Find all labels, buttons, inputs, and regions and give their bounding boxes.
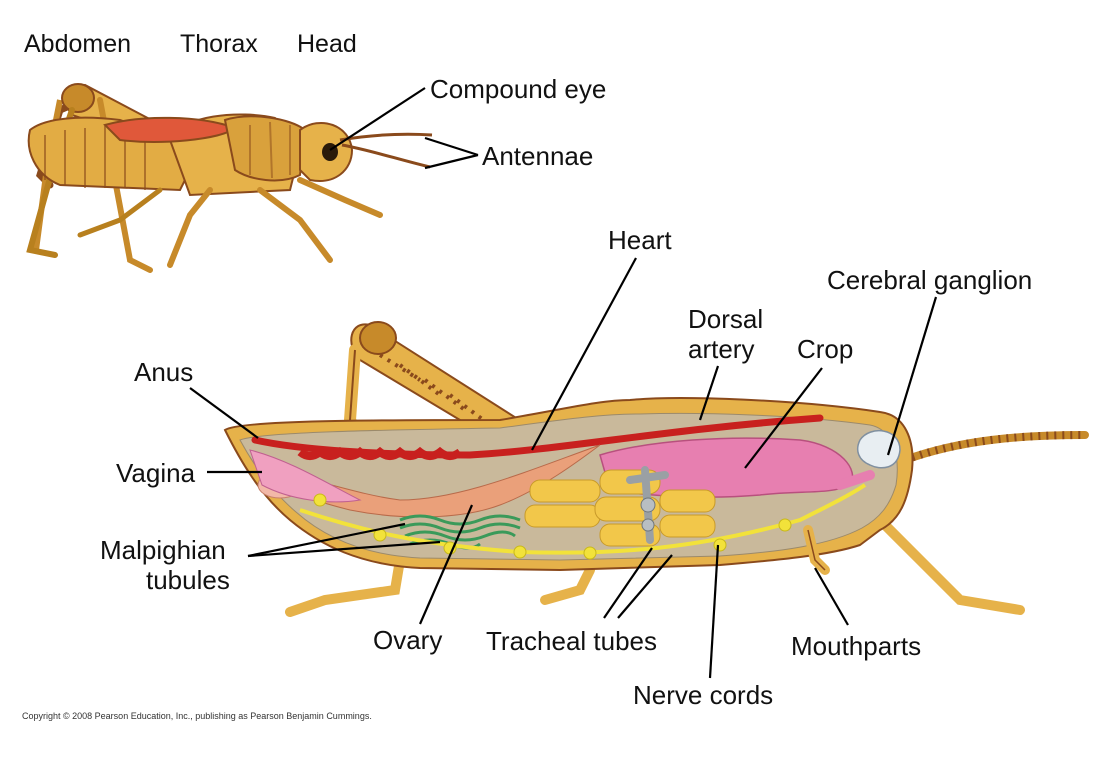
leader-mouthparts	[814, 567, 849, 626]
label-tracheal-tubes: Tracheal tubes	[486, 626, 658, 656]
leader-anus	[189, 387, 259, 439]
label-cerebral-ganglion: Cerebral ganglion	[827, 265, 1033, 295]
label-malpighian-line1: Malpighian	[100, 535, 226, 565]
label-head: Head	[297, 30, 357, 58]
label-crop: Crop	[797, 334, 854, 364]
label-nerve-cords: Nerve cords	[633, 680, 774, 710]
copyright-notice: Copyright © 2008 Pearson Education, Inc.…	[22, 711, 372, 721]
label-antennae: Antennae	[482, 141, 594, 171]
label-abdomen: Abdomen	[24, 30, 132, 58]
leader-compound-eye	[329, 87, 426, 151]
leader-ovary	[418, 504, 474, 625]
leader-cerebral-ganglion	[886, 296, 938, 456]
leader-heart	[531, 257, 637, 451]
label-mouthparts: Mouthparts	[791, 631, 922, 661]
label-heart: Heart	[608, 225, 672, 255]
leader-antennae-1	[424, 136, 479, 157]
label-dorsal-artery-line1: Dorsal	[688, 304, 764, 334]
leader-malpighian-2	[247, 540, 441, 558]
leader-crop	[744, 367, 823, 469]
leader-tracheal-2	[617, 554, 673, 619]
label-dorsal-artery-line2: artery	[688, 334, 755, 364]
label-vagina: Vagina	[116, 458, 196, 488]
leader-antennae-2	[424, 153, 479, 170]
leader-malpighian-1	[247, 522, 406, 558]
leader-tracheal-1	[603, 547, 653, 619]
label-malpighian-line2: tubules	[146, 565, 230, 595]
leader-nerve-cords	[708, 544, 720, 679]
leader-dorsal-artery	[698, 365, 720, 421]
label-anus: Anus	[134, 357, 194, 387]
label-ovary: Ovary	[373, 625, 443, 655]
label-compound-eye: Compound eye	[430, 74, 607, 104]
label-thorax: Thorax	[180, 30, 258, 58]
